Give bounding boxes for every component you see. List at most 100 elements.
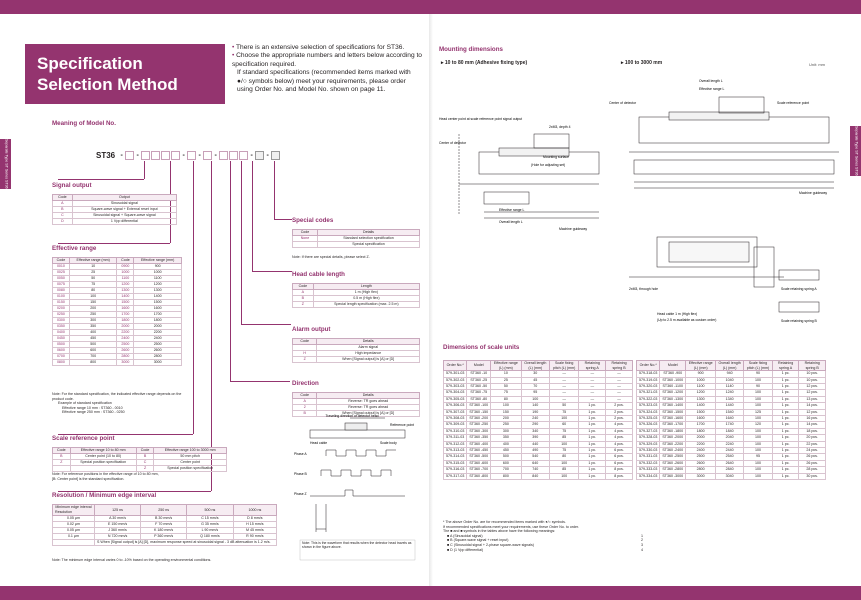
drawing-long-scale: Overall length L Effective range L Cente… <box>609 79 839 323</box>
svg-text:Effective range L: Effective range L <box>699 87 724 91</box>
wf-label-travel: Traveling direction of detector head <box>325 414 378 418</box>
wf-label-ref: Reference point <box>390 423 414 427</box>
svg-text:2xM3, through hole: 2xM3, through hole <box>629 287 658 291</box>
table-row: Special specification <box>292 241 421 248</box>
model-prefix: ST36 <box>96 151 116 160</box>
resolution-heading: Resolution / Minimum edge interval <box>52 492 157 499</box>
svg-text:Mounting surface: Mounting surface <box>543 155 569 159</box>
intro-bullet-2: Choose the appropriate numbers and lette… <box>232 52 422 68</box>
intro-text: • There is an extensive selection of spe… <box>232 44 422 94</box>
range-heading: Effective range <box>52 245 97 252</box>
box-direction <box>219 151 229 160</box>
waveform-diagram: Traveling direction of detector head Ref… <box>294 414 416 561</box>
leader-cable <box>252 161 253 271</box>
model-number-diagram: ST36 - - - - - - - <box>96 151 281 160</box>
refpoint-heading: Scale reference point <box>52 435 115 442</box>
recommend-symbol-icon: ●/○ <box>237 77 249 85</box>
leader-special-h <box>274 219 292 220</box>
title-line-2: Selection Method <box>37 75 178 94</box>
alarm-heading: Alarm output <box>292 326 331 333</box>
dims-footnotes: * The above Order No. are for recommende… <box>443 520 643 552</box>
direction-heading: Direction <box>292 380 319 387</box>
svg-text:Center of detector: Center of detector <box>609 101 637 105</box>
svg-text:(Hole for adjusting set): (Hole for adjusting set) <box>531 163 565 167</box>
signal-heading: Signal output <box>52 182 92 189</box>
leader-refpoint-h <box>58 434 193 435</box>
box-signal <box>125 151 135 160</box>
special-heading: Special codes <box>292 217 334 224</box>
svg-text:Center of detector: Center of detector <box>439 141 467 145</box>
box-special <box>255 151 265 160</box>
special-note: Note: If there are special details, plea… <box>292 255 370 259</box>
box-range <box>171 151 181 160</box>
bottom-bar <box>0 586 861 600</box>
svg-text:Scale retaining spring B: Scale retaining spring B <box>781 319 818 323</box>
leader-refpoint <box>193 161 194 434</box>
box-resolution <box>203 151 213 160</box>
left-page: Separate Type ST Series ST36 Specificati… <box>0 14 430 586</box>
svg-text:Effective range L: Effective range L <box>499 208 524 212</box>
mount-sub-a: ▸ 10 to 80 mm (Adhesive fixing type) <box>441 60 528 66</box>
leader-signal <box>144 161 145 179</box>
leader-signal-h <box>58 179 144 180</box>
leader-direction <box>230 161 231 381</box>
refpoint-note: Note: For reference positions in the eff… <box>52 472 159 481</box>
svg-text:Scale retaining spring A: Scale retaining spring A <box>781 287 817 291</box>
wf-note: Note: This is the waveform that results … <box>302 541 412 550</box>
title-line-1: Specification <box>37 54 143 73</box>
mount-sub-b: ▸ 100 to 3000 mm <box>621 60 663 66</box>
leader-resolution-h <box>58 491 211 492</box>
leader-resolution <box>211 161 212 491</box>
wf-label-z: Phase Z <box>294 492 307 496</box>
unit-label: Unit: mm <box>809 62 825 67</box>
resolution-note: Note: The minimum edge interval varies 0… <box>52 558 212 562</box>
box-alarm <box>229 151 239 160</box>
right-page: Separate Type ST Series ST36 Mounting di… <box>431 14 861 586</box>
svg-text:Head cable 1 m (High flex): Head cable 1 m (High flex) <box>657 312 697 316</box>
leader-alarm-h <box>241 324 291 325</box>
table-row: S When [Signal output] is [A] [D], maxim… <box>52 539 278 546</box>
wf-label-scale: Scale body <box>380 441 397 445</box>
mounting-heading: Mounting dimensions <box>439 46 503 53</box>
box-special-2 <box>271 151 281 160</box>
page-title: Specification Selection Method <box>25 44 225 104</box>
wf-label-b: Phase B <box>294 472 308 476</box>
svg-text:(Up to 2.5 m available as cust: (Up to 2.5 m available as custom order) <box>657 318 716 322</box>
svg-text:2xM3, depth 4: 2xM3, depth 4 <box>549 125 571 129</box>
dims-heading: Dimensions of scale units <box>443 344 520 351</box>
